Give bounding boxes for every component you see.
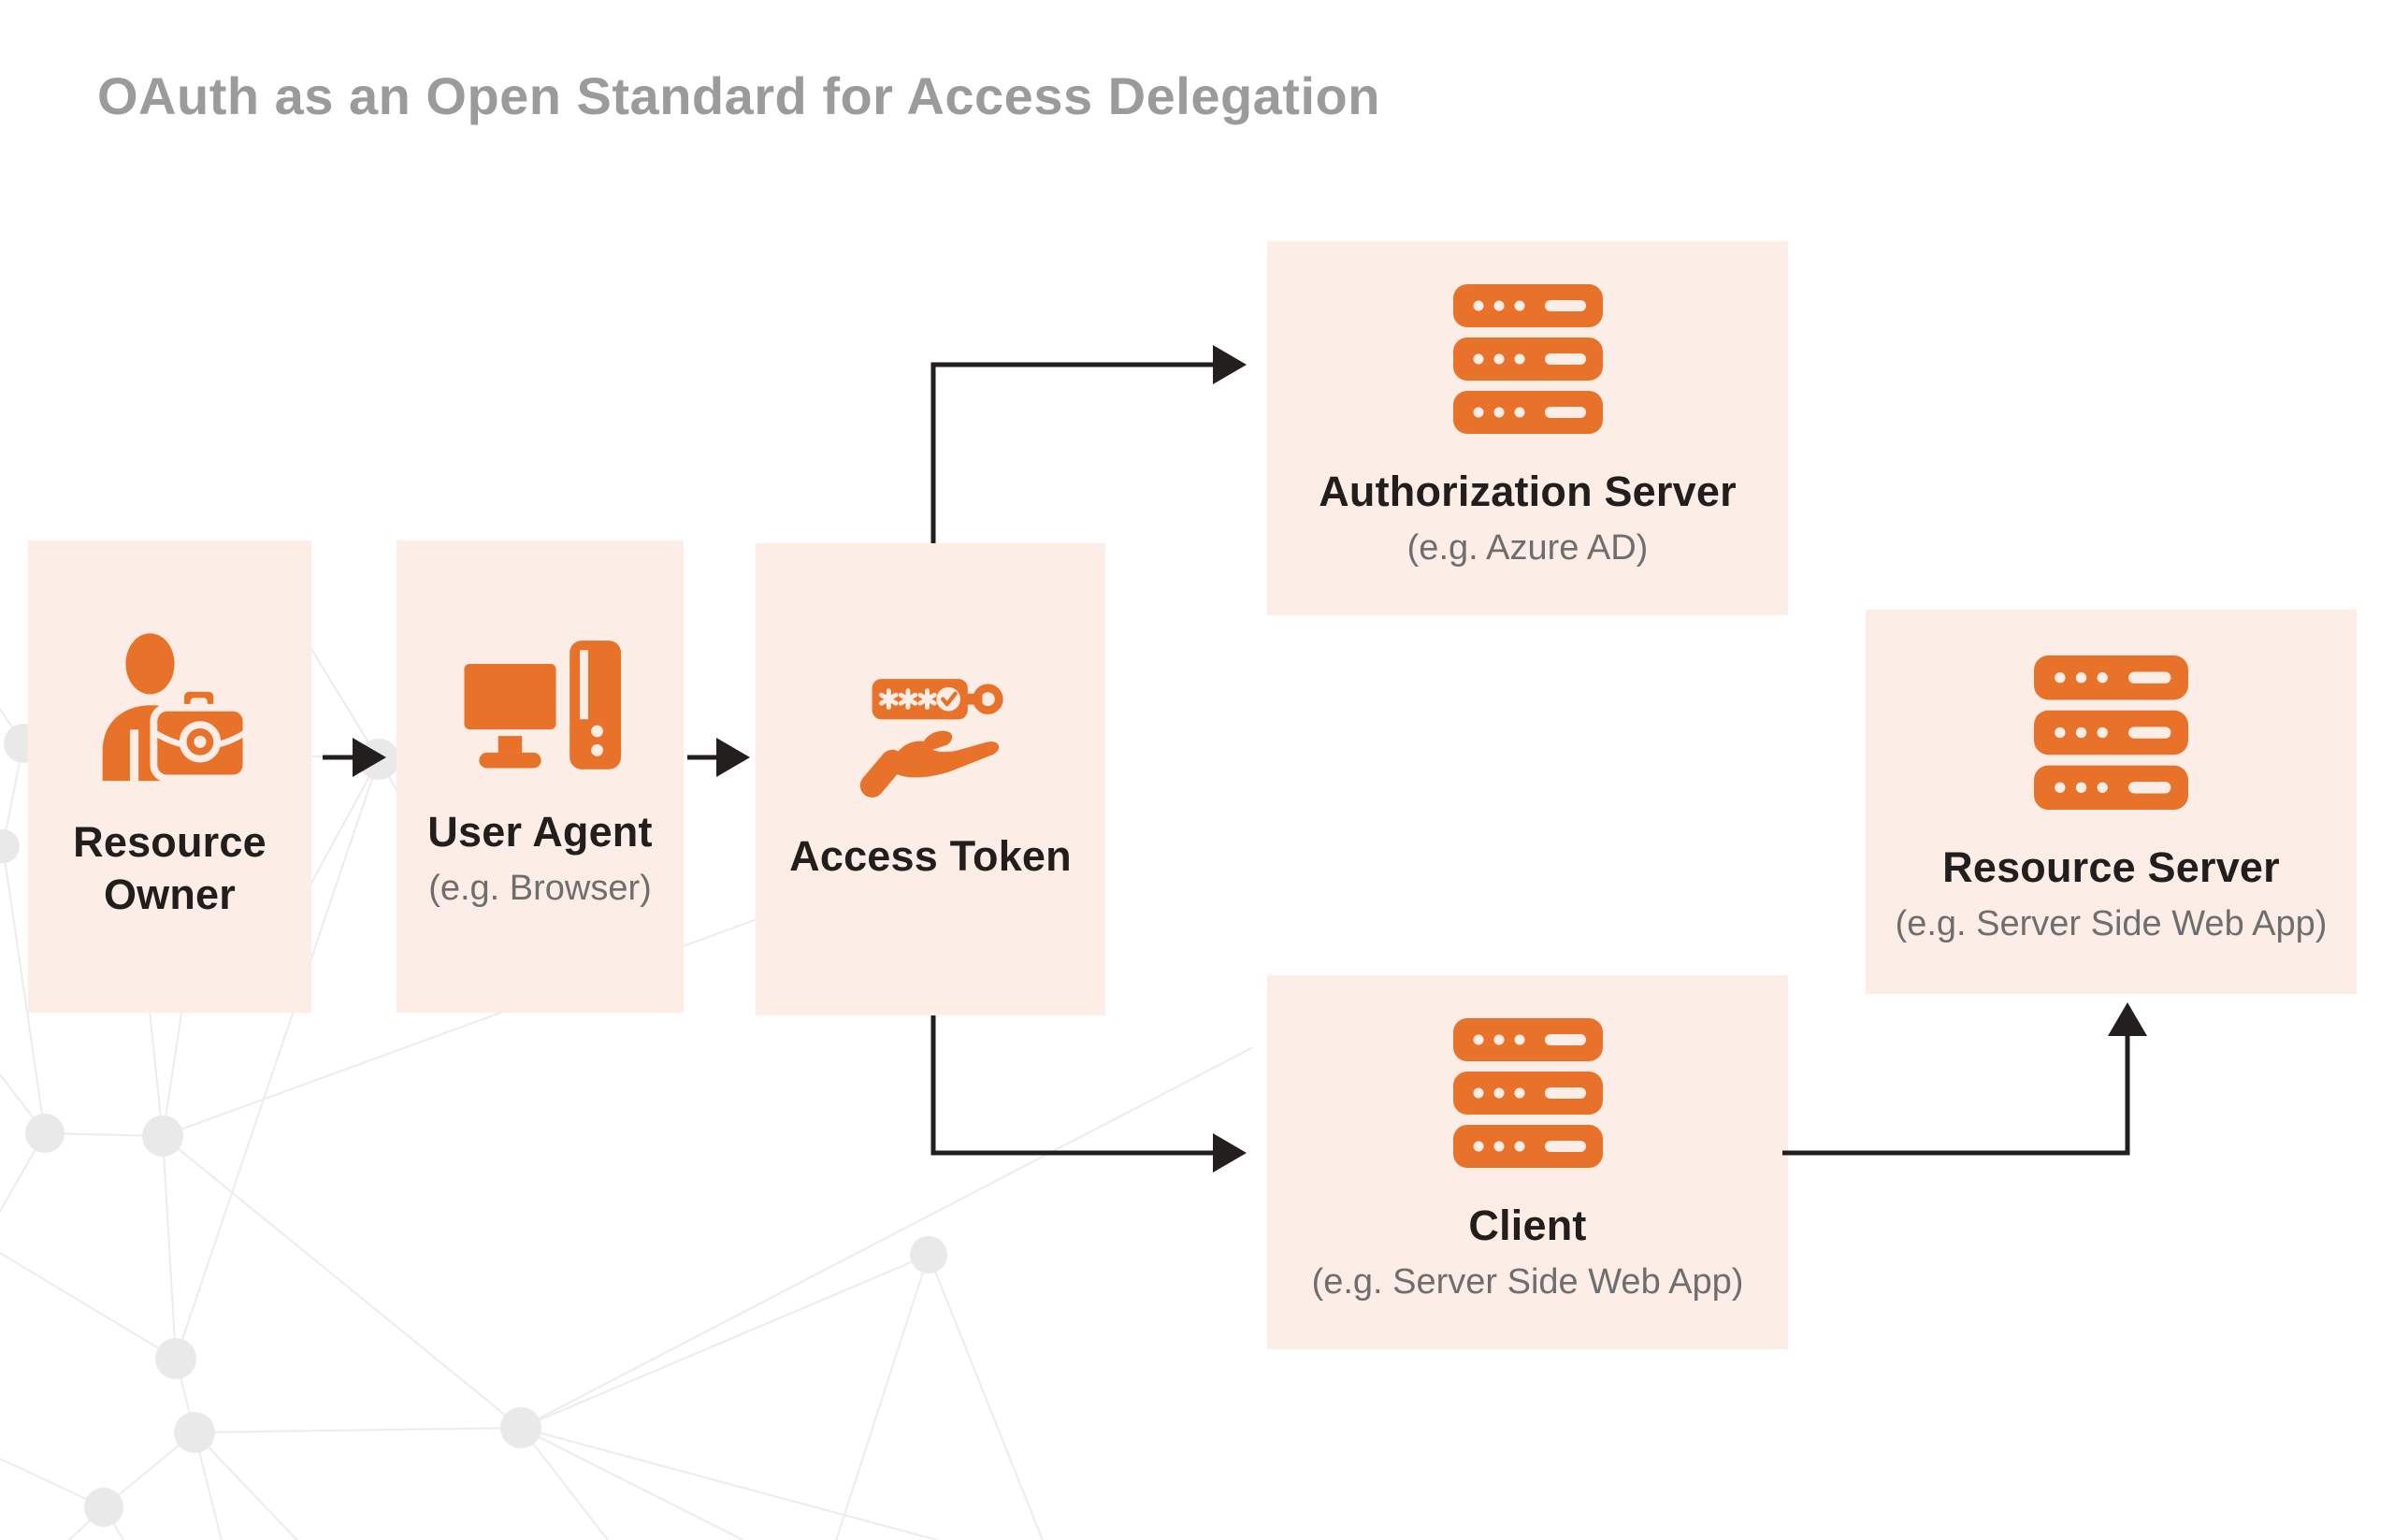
node-resource-server: Resource Server (e.g. Server Side Web Ap… xyxy=(1866,610,2357,994)
node-authorization-server: Authorization Server (e.g. Azure AD) xyxy=(1267,241,1788,615)
node-sublabel: (e.g. Server Side Web App) xyxy=(1895,904,2328,944)
node-label: Client xyxy=(1468,1202,1587,1250)
arrow-user-agent-to-access-token xyxy=(687,738,750,777)
arrow-access-token-to-authorization-server xyxy=(930,345,1247,543)
node-resource-owner: Resource Owner xyxy=(28,540,311,1013)
node-access-token: Access Token xyxy=(756,543,1105,1015)
person-briefcase-icon xyxy=(88,632,252,784)
node-sublabel: (e.g. Server Side Web App) xyxy=(1311,1262,1744,1303)
node-sublabel: (e.g. Browser) xyxy=(428,869,652,909)
node-user-agent: User Agent (e.g. Browser) xyxy=(397,540,684,1013)
node-client: Client (e.g. Server Side Web App) xyxy=(1267,975,1788,1349)
arrow-resource-owner-to-user-agent xyxy=(323,738,386,777)
node-label: Resource Owner xyxy=(73,818,267,918)
arrow-access-token-to-client xyxy=(930,1015,1247,1173)
arrow-client-to-resource-server xyxy=(1782,1002,2147,1156)
page-title: OAuth as an Open Standard for Access Del… xyxy=(97,66,1380,125)
node-label: Resource Server xyxy=(1942,843,2280,892)
node-label: User Agent xyxy=(427,808,653,856)
token-in-hand-icon xyxy=(850,677,1011,799)
node-label: Authorization Server xyxy=(1319,468,1737,516)
desktop-computer-icon xyxy=(455,640,621,774)
node-label: Access Token xyxy=(789,831,1072,880)
node-sublabel: (e.g. Azure AD) xyxy=(1406,528,1649,569)
